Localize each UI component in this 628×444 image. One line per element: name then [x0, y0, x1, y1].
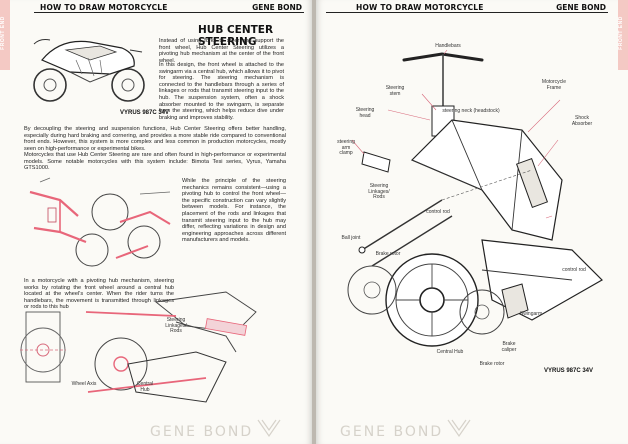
label-central-hub: Central Hub: [436, 349, 464, 355]
exploded-hub-steering-diagram: [347, 49, 603, 347]
section-title: HUB CENTER STEERING: [198, 24, 274, 48]
left-page: FRONT END HOW TO DRAW MOTORCYCLE GENE BO…: [0, 0, 312, 444]
header-title: HOW TO DRAW MOTORCYCLE: [356, 3, 484, 12]
side-tab: FRONT END: [618, 0, 628, 70]
page-gutter: [312, 0, 316, 444]
diagram-caption: VYRUS 987C 34V: [544, 368, 594, 374]
header-rule: [34, 12, 304, 13]
header-author: GENE BOND: [252, 3, 302, 12]
header-title: HOW TO DRAW MOTORCYCLE: [40, 3, 168, 12]
label-brake-rotor-top: Brake rotor: [375, 251, 401, 257]
footer-brand: GENE BOND: [150, 424, 254, 440]
label-handlebars: Handlebars: [435, 43, 461, 49]
side-tab: FRONT END: [0, 0, 10, 70]
page-header: HOW TO DRAW MOTORCYCLE GENE BOND: [0, 0, 312, 14]
lower-paragraph: In a motorcycle with a pivoting hub mech…: [24, 278, 174, 311]
header-author: GENE BOND: [556, 3, 606, 12]
label-ball-joint: Ball joint: [341, 235, 361, 241]
side-paragraph: While the principle of the steering mech…: [182, 178, 286, 244]
brand-logo-icon: [257, 419, 281, 438]
header-rule: [326, 12, 608, 13]
body-paragraph-2: Motorcycles that use Hub Center Steering…: [24, 152, 286, 172]
label-wheel-axis: Wheel Axis: [71, 381, 97, 387]
label-swingarm: Swingarm: [519, 311, 543, 317]
brand-logo-icon: [447, 419, 471, 438]
label-brake-rotor-bottom: Brake rotor: [479, 361, 505, 367]
hub-assembly-sketch: [20, 291, 257, 403]
page-header: HOW TO DRAW MOTORCYCLE GENE BOND: [316, 0, 628, 14]
motorcycle-sketch: [33, 39, 145, 102]
footer-brand: GENE BOND: [340, 424, 444, 440]
right-page: FRONT END HOW TO DRAW MOTORCYCLE GENE BO…: [316, 0, 628, 444]
body-paragraph-1: By decoupling the steering and suspensio…: [24, 126, 286, 152]
linkage-sketches: [29, 177, 171, 267]
bike-caption: VYRUS 987C 34V: [120, 110, 170, 116]
intro-paragraph-2: In this design, the front wheel is attac…: [159, 62, 284, 121]
label-control-rod-right: control rod: [562, 267, 586, 273]
label-control-rod-mid: control rod: [426, 209, 450, 215]
intro-paragraph-1: Instead of using forks to steer and supp…: [159, 38, 284, 64]
label-steering-neck: steering neck (headstock): [442, 108, 500, 114]
